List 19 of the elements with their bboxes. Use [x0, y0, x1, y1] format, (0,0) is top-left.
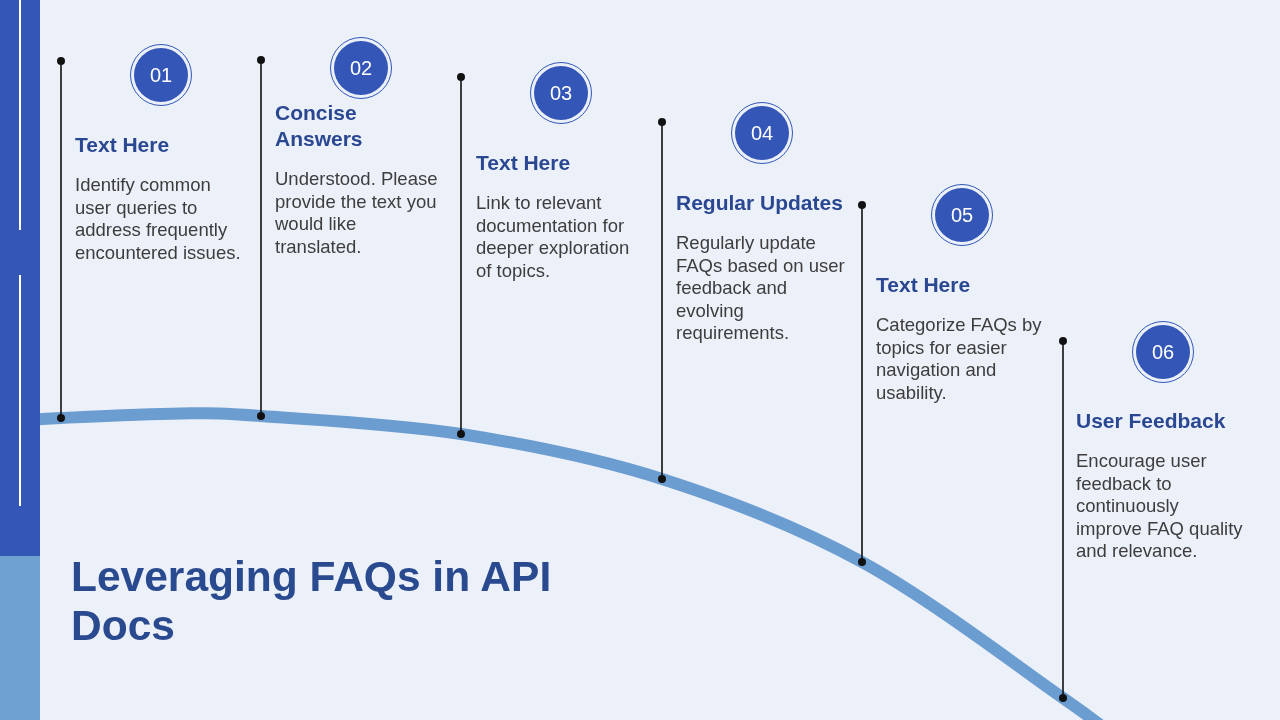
step-description: Encourage user feedback to continuously improve FAQ quality and relevance.	[1076, 450, 1244, 563]
step-heading: Concise Answers	[275, 100, 364, 152]
step-number: 04	[750, 123, 774, 143]
step-description: Regularly update FAQs based on user feedback and evolving requirements.	[676, 232, 846, 345]
step-number: 01	[149, 65, 173, 85]
step-description: Categorize FAQs by topics for easier navigation and usability.	[876, 314, 1043, 404]
step-heading: Regular Updates	[676, 190, 844, 216]
step-heading: User Feedback	[1076, 408, 1227, 434]
step-description: Identify common user queries to address frequently encountered issues.	[75, 174, 242, 264]
step-heading: Text Here	[476, 150, 572, 176]
step-heading: Text Here	[75, 132, 171, 158]
step-description: Understood. Please provide the text you would like translated.	[275, 168, 439, 258]
step-heading: Text Here	[876, 272, 972, 298]
slide-title: Leveraging FAQs in API Docs	[71, 552, 553, 650]
step-number: 06	[1151, 342, 1175, 362]
step-number: 03	[549, 83, 573, 103]
step-description: Link to relevant documentation for deeper exploration of topics.	[476, 192, 631, 282]
step-number: 02	[349, 58, 373, 78]
step-number: 05	[950, 205, 974, 225]
